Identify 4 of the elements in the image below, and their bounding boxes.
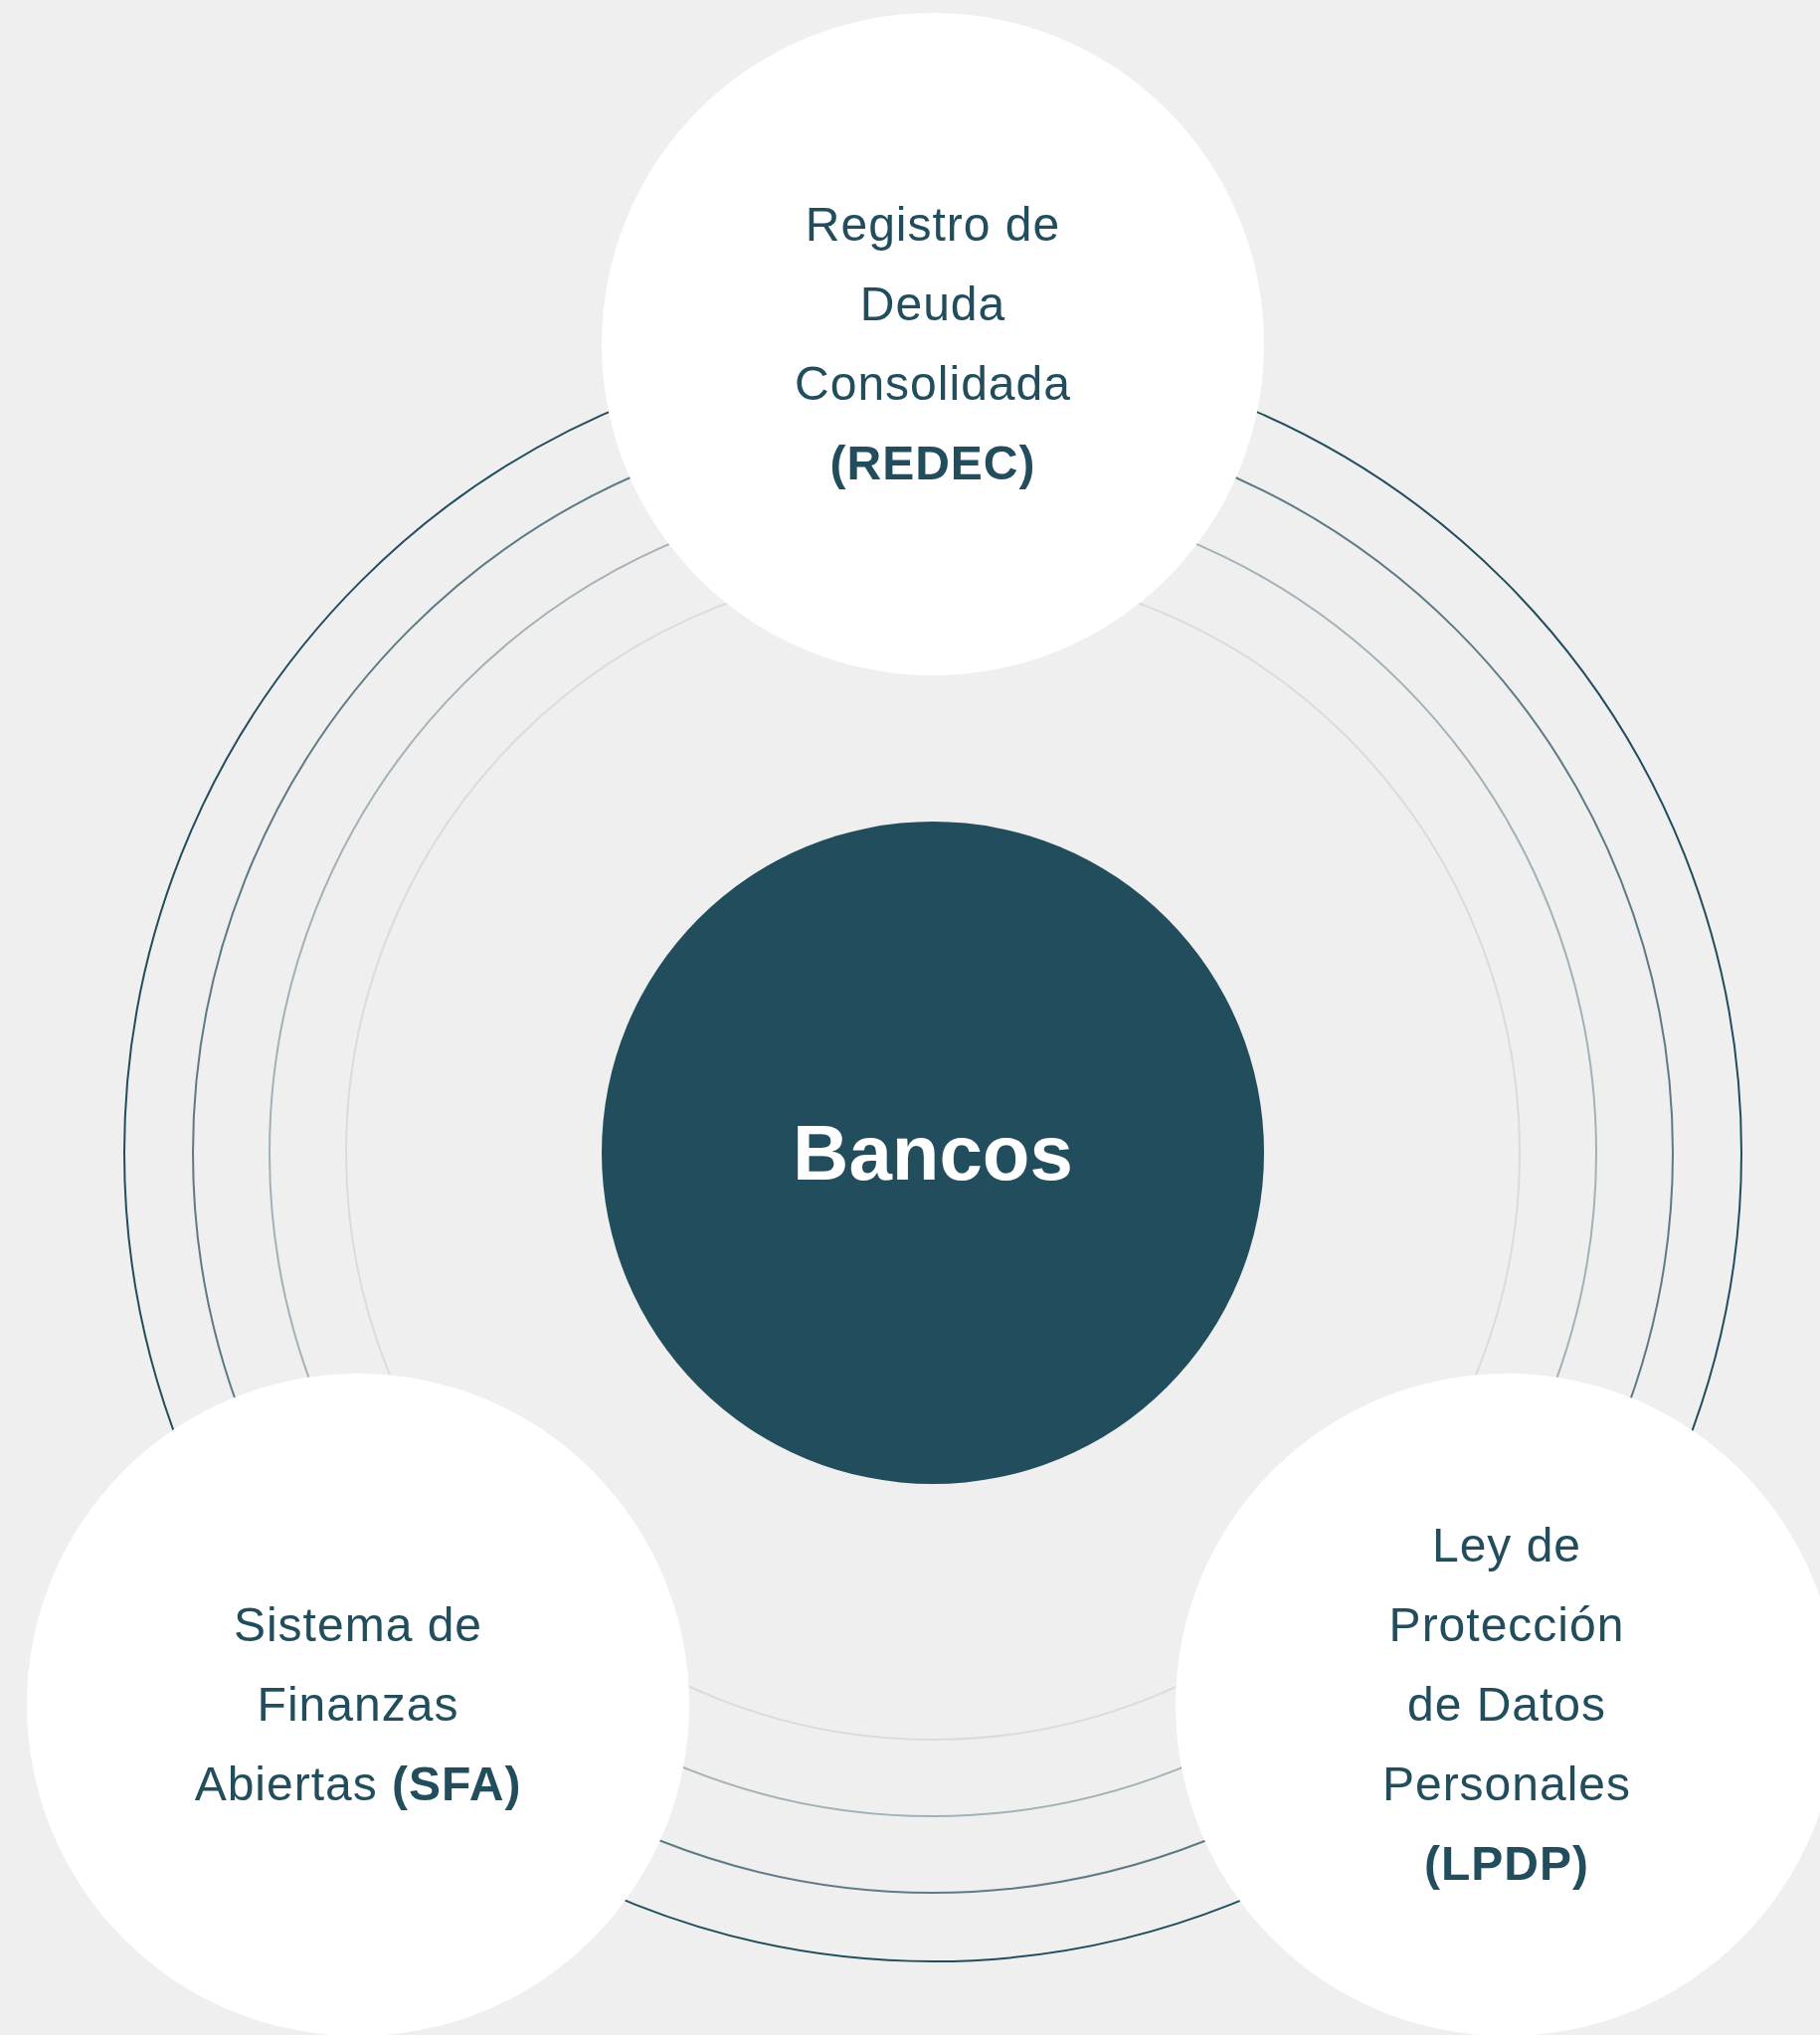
topic-label: Registro de Deuda Consolidada (REDEC) <box>794 197 1072 491</box>
topic-label: Sistema de Finanzas Abiertas (SFA) <box>193 1597 523 1812</box>
topic-label: Ley de Protección de Datos Personales (LPDP) <box>1380 1518 1633 1892</box>
center-label: Bancos <box>793 1108 1073 1198</box>
